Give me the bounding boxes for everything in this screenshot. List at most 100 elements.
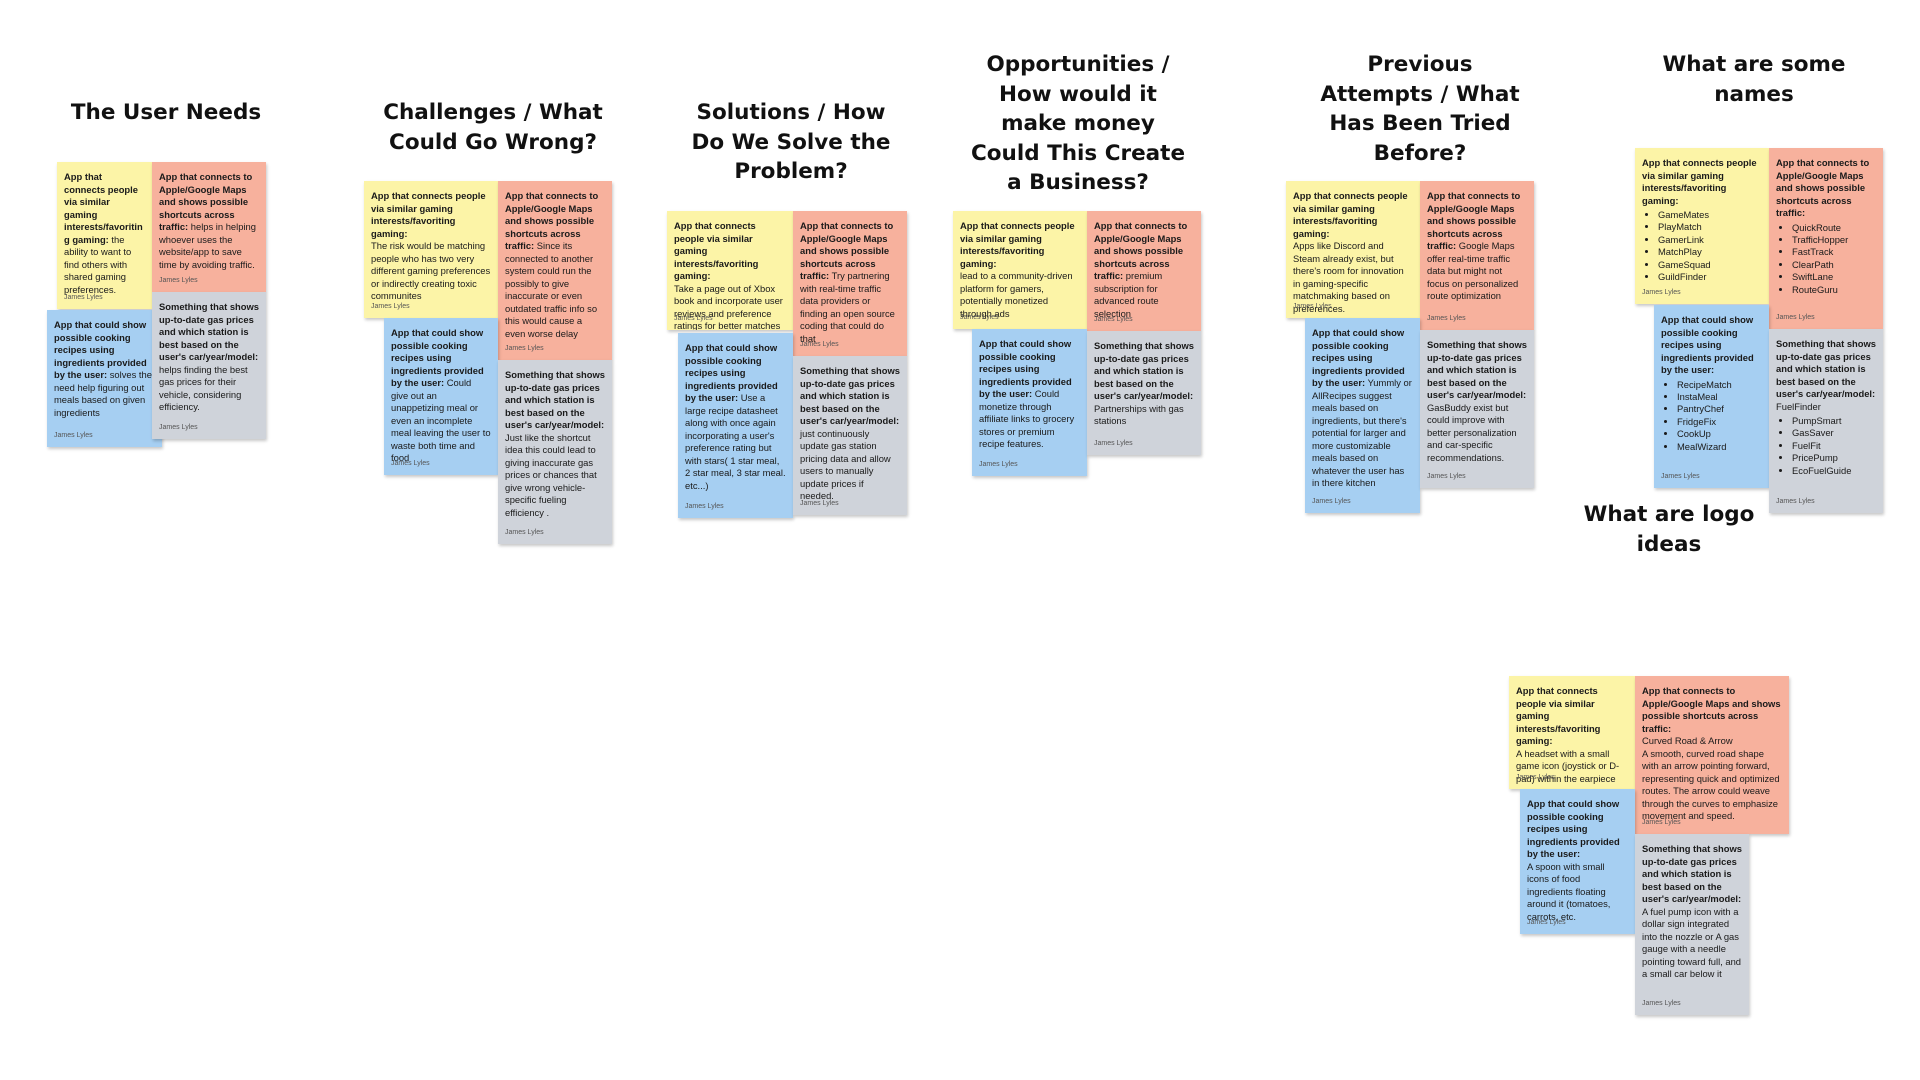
sticky-note-challenges-gaming[interactable]: App that connects people via similar gam…	[364, 181, 498, 318]
sticky-note-heading: App that could show possible cooking rec…	[1312, 327, 1405, 388]
column-heading-challenges[interactable]: Challenges / What Could Go Wrong?	[383, 100, 603, 155]
sticky-note-heading: App that connects to Apple/Google Maps a…	[1094, 220, 1188, 281]
sticky-note-list-item: FastTrack	[1792, 246, 1876, 258]
sticky-note-text: Something that shows up-to-date gas pric…	[1776, 338, 1876, 413]
sticky-note-heading: App that connects people via similar gam…	[1516, 685, 1601, 746]
sticky-note-text: App that connects people via similar gam…	[1293, 190, 1413, 315]
sticky-note-list: QuickRouteTrafficHopperFastTrackClearPat…	[1776, 222, 1876, 296]
column-heading-user-needs[interactable]: The User Needs	[70, 100, 262, 125]
sticky-note-content: Google Maps offer real-time traffic data…	[1427, 240, 1519, 301]
sticky-note-prev-gaming[interactable]: App that connects people via similar gam…	[1286, 181, 1420, 318]
sticky-note-author: James Lyles	[505, 529, 544, 536]
sticky-note-challenges-gas[interactable]: Something that shows up-to-date gas pric…	[498, 360, 612, 544]
sticky-note-list-item: PumpSmart	[1792, 415, 1876, 427]
sticky-note-challenges-maps[interactable]: App that connects to Apple/Google Maps a…	[498, 181, 612, 360]
sticky-note-solutions-gas[interactable]: Something that shows up-to-date gas pric…	[793, 356, 907, 515]
sticky-note-heading: App that connects people via similar gam…	[674, 220, 759, 281]
sticky-note-list-item: SwiftLane	[1792, 271, 1876, 283]
sticky-note-list-item: PricePump	[1792, 452, 1876, 464]
sticky-note-list-item: GuildFinder	[1658, 271, 1762, 283]
sticky-note-opps-recipes[interactable]: App that could show possible cooking rec…	[972, 329, 1087, 476]
sticky-note-text: App that could show possible cooking rec…	[685, 342, 786, 492]
sticky-note-heading: App that connects people via similar gam…	[371, 190, 486, 239]
sticky-note-author: James Lyles	[1776, 314, 1815, 321]
sticky-note-heading: Something that shows up-to-date gas pric…	[505, 369, 606, 430]
sticky-note-list-item: FridgeFix	[1677, 416, 1762, 428]
sticky-note-author: James Lyles	[1427, 315, 1466, 322]
sticky-note-heading: App that connects people via similar gam…	[64, 171, 143, 245]
sticky-note-names-gas[interactable]: Something that shows up-to-date gas pric…	[1769, 329, 1883, 513]
sticky-note-author: James Lyles	[1427, 473, 1466, 480]
sticky-note-list-item: MatchPlay	[1658, 246, 1762, 258]
sticky-note-content: Use a large recipe datasheet along with …	[685, 392, 786, 491]
column-heading-logos[interactable]: What are logo ideas	[1583, 502, 1755, 557]
sticky-note-text: App that connects to Apple/Google Maps a…	[159, 171, 259, 271]
sticky-note-list-item: GameSquad	[1658, 259, 1762, 271]
sticky-note-opps-gas[interactable]: Something that shows up-to-date gas pric…	[1087, 331, 1201, 455]
column-heading-previous[interactable]: Previous Attempts / What Has Been Tried …	[1320, 52, 1520, 166]
sticky-note-challenges-recipes[interactable]: App that could show possible cooking rec…	[384, 318, 498, 475]
sticky-note-names-maps[interactable]: App that connects to Apple/Google Maps a…	[1769, 148, 1883, 329]
sticky-note-text: App that connects people via similar gam…	[371, 190, 491, 303]
sticky-note-list-item: GamerLink	[1658, 234, 1762, 246]
sticky-note-prev-recipes[interactable]: App that could show possible cooking rec…	[1305, 318, 1420, 513]
sticky-note-author: James Lyles	[1516, 774, 1555, 781]
sticky-note-heading: App that connects people via similar gam…	[960, 220, 1075, 269]
sticky-note-text: Something that shows up-to-date gas pric…	[159, 301, 259, 414]
sticky-note-content: A spoon with small icons of food ingredi…	[1527, 860, 1611, 922]
sticky-note-content: the ability to want to find others with …	[64, 233, 132, 295]
sticky-note-content: lead to a community-driven platform for …	[960, 270, 1073, 319]
sticky-note-list-item: CookUp	[1677, 428, 1762, 440]
sticky-note-list-item: ClearPath	[1792, 259, 1876, 271]
sticky-note-needs-recipes[interactable]: App that could show possible cooking rec…	[47, 310, 162, 447]
sticky-note-logos-gas[interactable]: Something that shows up-to-date gas pric…	[1635, 834, 1749, 1015]
column-heading-names[interactable]: What are some names	[1662, 52, 1846, 107]
sticky-note-author: James Lyles	[505, 345, 544, 352]
sticky-note-text: Something that shows up-to-date gas pric…	[505, 369, 605, 519]
sticky-note-prev-gas[interactable]: Something that shows up-to-date gas pric…	[1420, 330, 1534, 488]
sticky-note-logos-gaming[interactable]: App that connects people via similar gam…	[1509, 676, 1635, 789]
sticky-note-content: A headset with a small game icon (joysti…	[1516, 747, 1620, 784]
sticky-note-content: Apps like Discord and Steam already exis…	[1293, 240, 1404, 314]
sticky-note-content: premium subscription for advanced route …	[1094, 270, 1163, 319]
sticky-note-text: App that could show possible cooking rec…	[979, 338, 1080, 451]
sticky-note-list-item: TrafficHopper	[1792, 234, 1876, 246]
sticky-note-list: PumpSmartGasSaverFuelFitPricePumpEcoFuel…	[1776, 415, 1876, 477]
sticky-note-author: James Lyles	[800, 341, 839, 348]
sticky-note-solutions-recipes[interactable]: App that could show possible cooking rec…	[678, 333, 793, 518]
sticky-note-prev-maps[interactable]: App that connects to Apple/Google Maps a…	[1420, 181, 1534, 330]
sticky-note-author: James Lyles	[1642, 289, 1681, 296]
sticky-note-text: App that connects to Apple/Google Maps a…	[1642, 685, 1782, 823]
sticky-note-text: Something that shows up-to-date gas pric…	[800, 365, 900, 503]
sticky-note-list: GameMatesPlayMatchGamerLinkMatchPlayGame…	[1642, 209, 1762, 283]
sticky-note-author: James Lyles	[1094, 440, 1133, 447]
sticky-note-logos-maps[interactable]: App that connects to Apple/Google Maps a…	[1635, 676, 1789, 834]
column-heading-opportunities[interactable]: Opportunities / How would it make money …	[970, 52, 1186, 195]
sticky-note-opps-gaming[interactable]: App that connects people via similar gam…	[953, 211, 1087, 329]
sticky-note-names-recipes[interactable]: App that could show possible cooking rec…	[1654, 305, 1769, 488]
sticky-note-needs-gaming[interactable]: App that connects people via similar gam…	[57, 162, 152, 309]
column-heading-solutions[interactable]: Solutions / How Do We Solve the Problem?	[691, 100, 891, 184]
sticky-note-heading: Something that shows up-to-date gas pric…	[1776, 338, 1877, 399]
sticky-note-author: James Lyles	[979, 461, 1018, 468]
sticky-note-opps-maps[interactable]: App that connects to Apple/Google Maps a…	[1087, 211, 1201, 331]
sticky-note-list-item: RouteGuru	[1792, 284, 1876, 296]
sticky-note-heading: App that could show possible cooking rec…	[1527, 798, 1620, 859]
sticky-note-heading: Something that shows up-to-date gas pric…	[1642, 843, 1743, 904]
sticky-note-text: App that connects to Apple/Google Maps a…	[1776, 157, 1876, 220]
sticky-note-needs-maps[interactable]: App that connects to Apple/Google Maps a…	[152, 162, 266, 292]
sticky-note-text: Something that shows up-to-date gas pric…	[1427, 339, 1527, 464]
sticky-note-text: App that could show possible cooking rec…	[54, 319, 155, 419]
sticky-note-text: App that could show possible cooking rec…	[1527, 798, 1628, 923]
sticky-note-solutions-gaming[interactable]: App that connects people via similar gam…	[667, 211, 793, 330]
sticky-note-author: James Lyles	[1293, 303, 1332, 310]
sticky-note-content: Could monetize through affiliate links t…	[979, 388, 1075, 449]
sticky-note-names-gaming[interactable]: App that connects people via similar gam…	[1635, 148, 1769, 304]
sticky-note-heading: App that connects people via similar gam…	[1293, 190, 1408, 239]
sticky-note-needs-gas[interactable]: Something that shows up-to-date gas pric…	[152, 292, 266, 439]
sticky-note-list-item: GameMates	[1658, 209, 1762, 221]
sticky-note-heading: App that connects to Apple/Google Maps a…	[159, 171, 253, 232]
sticky-note-logos-recipes[interactable]: App that could show possible cooking rec…	[1520, 789, 1635, 934]
sticky-note-solutions-maps[interactable]: App that connects to Apple/Google Maps a…	[793, 211, 907, 356]
